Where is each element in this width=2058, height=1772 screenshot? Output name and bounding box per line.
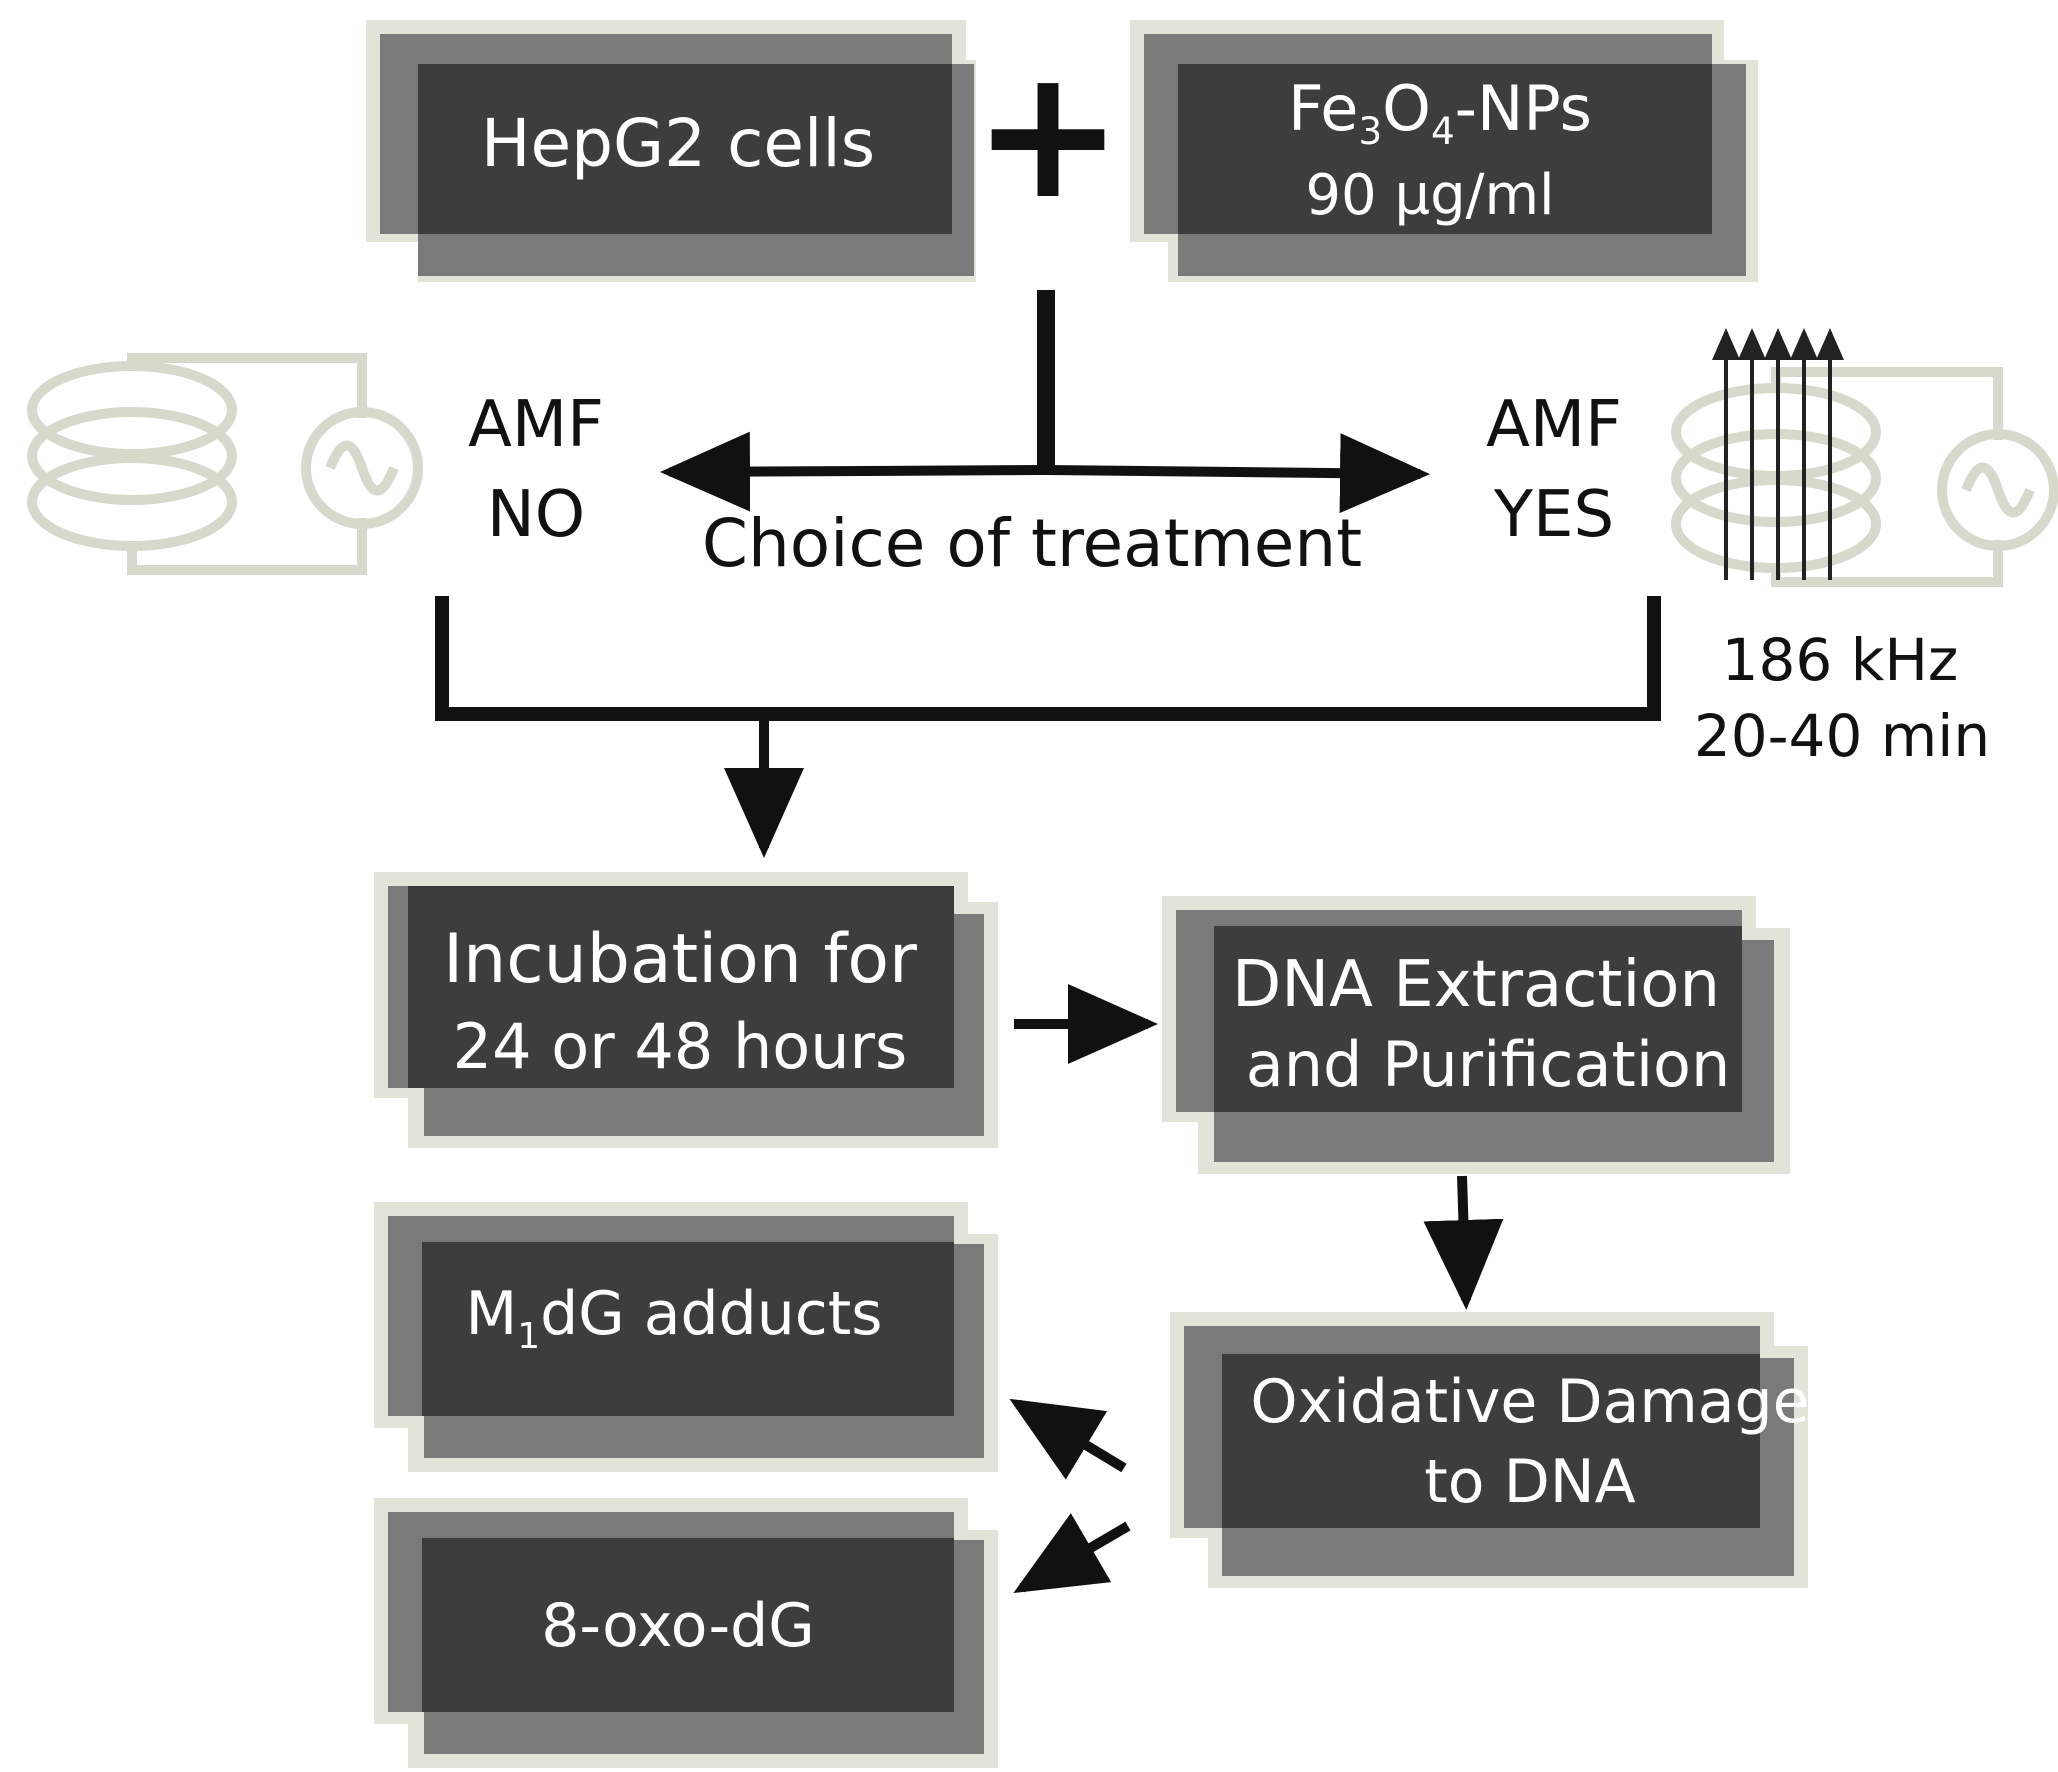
box-8-oxo-dg: 8-oxo-dG	[374, 1498, 998, 1768]
nps-label: Fe3O4-NPs	[1288, 72, 1592, 153]
box-m1dg-adducts: M1dG adducts	[374, 1202, 998, 1472]
coil-off-icon	[27, 353, 423, 575]
arrow-to-oxidative	[1423, 1175, 1504, 1310]
merge-bracket	[435, 596, 1661, 721]
box-oxidative-damage: Oxidative Damage to DNA	[1170, 1312, 1810, 1588]
arrow-to-oxo-dg	[1013, 1513, 1131, 1594]
box-dna-extraction: DNA Extraction and Purification	[1162, 896, 1790, 1174]
amf-no-line2: NO	[487, 478, 585, 552]
field-duration: 20-40 min	[1694, 702, 1990, 770]
extraction-line1: DNA Extraction	[1232, 948, 1720, 1022]
amf-no-line1: AMF	[468, 388, 604, 462]
oxo-dg-label: 8-oxo-dG	[541, 1591, 815, 1661]
field-frequency: 186 kHz	[1722, 626, 1959, 694]
amf-yes-line2: YES	[1493, 478, 1614, 552]
box-incubation: Incubation for 24 or 48 hours	[374, 872, 998, 1148]
plus-sign: +	[973, 30, 1124, 239]
treatment-branch-arrows	[660, 431, 1430, 514]
arrow-to-m1dg	[1009, 1398, 1127, 1480]
choice-of-treatment-label: Choice of treatment	[702, 505, 1362, 582]
extraction-line2: and Purification	[1246, 1028, 1731, 1101]
coil-on-icon	[1671, 367, 2058, 587]
magnetic-field-lines-icon	[1712, 328, 1844, 580]
incubation-line2: 24 or 48 hours	[453, 1010, 908, 1083]
amf-yes-line1: AMF	[1486, 388, 1622, 462]
box-fe3o4-nps: Fe3O4-NPs 90 µg/ml	[1130, 20, 1758, 282]
box-hepg2-cells: HepG2 cells	[366, 20, 976, 282]
m1dg-label: M1dG adducts	[465, 1279, 882, 1357]
oxidative-line2: to DNA	[1424, 1447, 1635, 1517]
nps-concentration: 90 µg/ml	[1305, 163, 1554, 228]
hepg2-label: HepG2 cells	[481, 105, 875, 182]
oxidative-line1: Oxidative Damage	[1250, 1367, 1809, 1437]
incubation-line1: Incubation for	[443, 920, 917, 999]
